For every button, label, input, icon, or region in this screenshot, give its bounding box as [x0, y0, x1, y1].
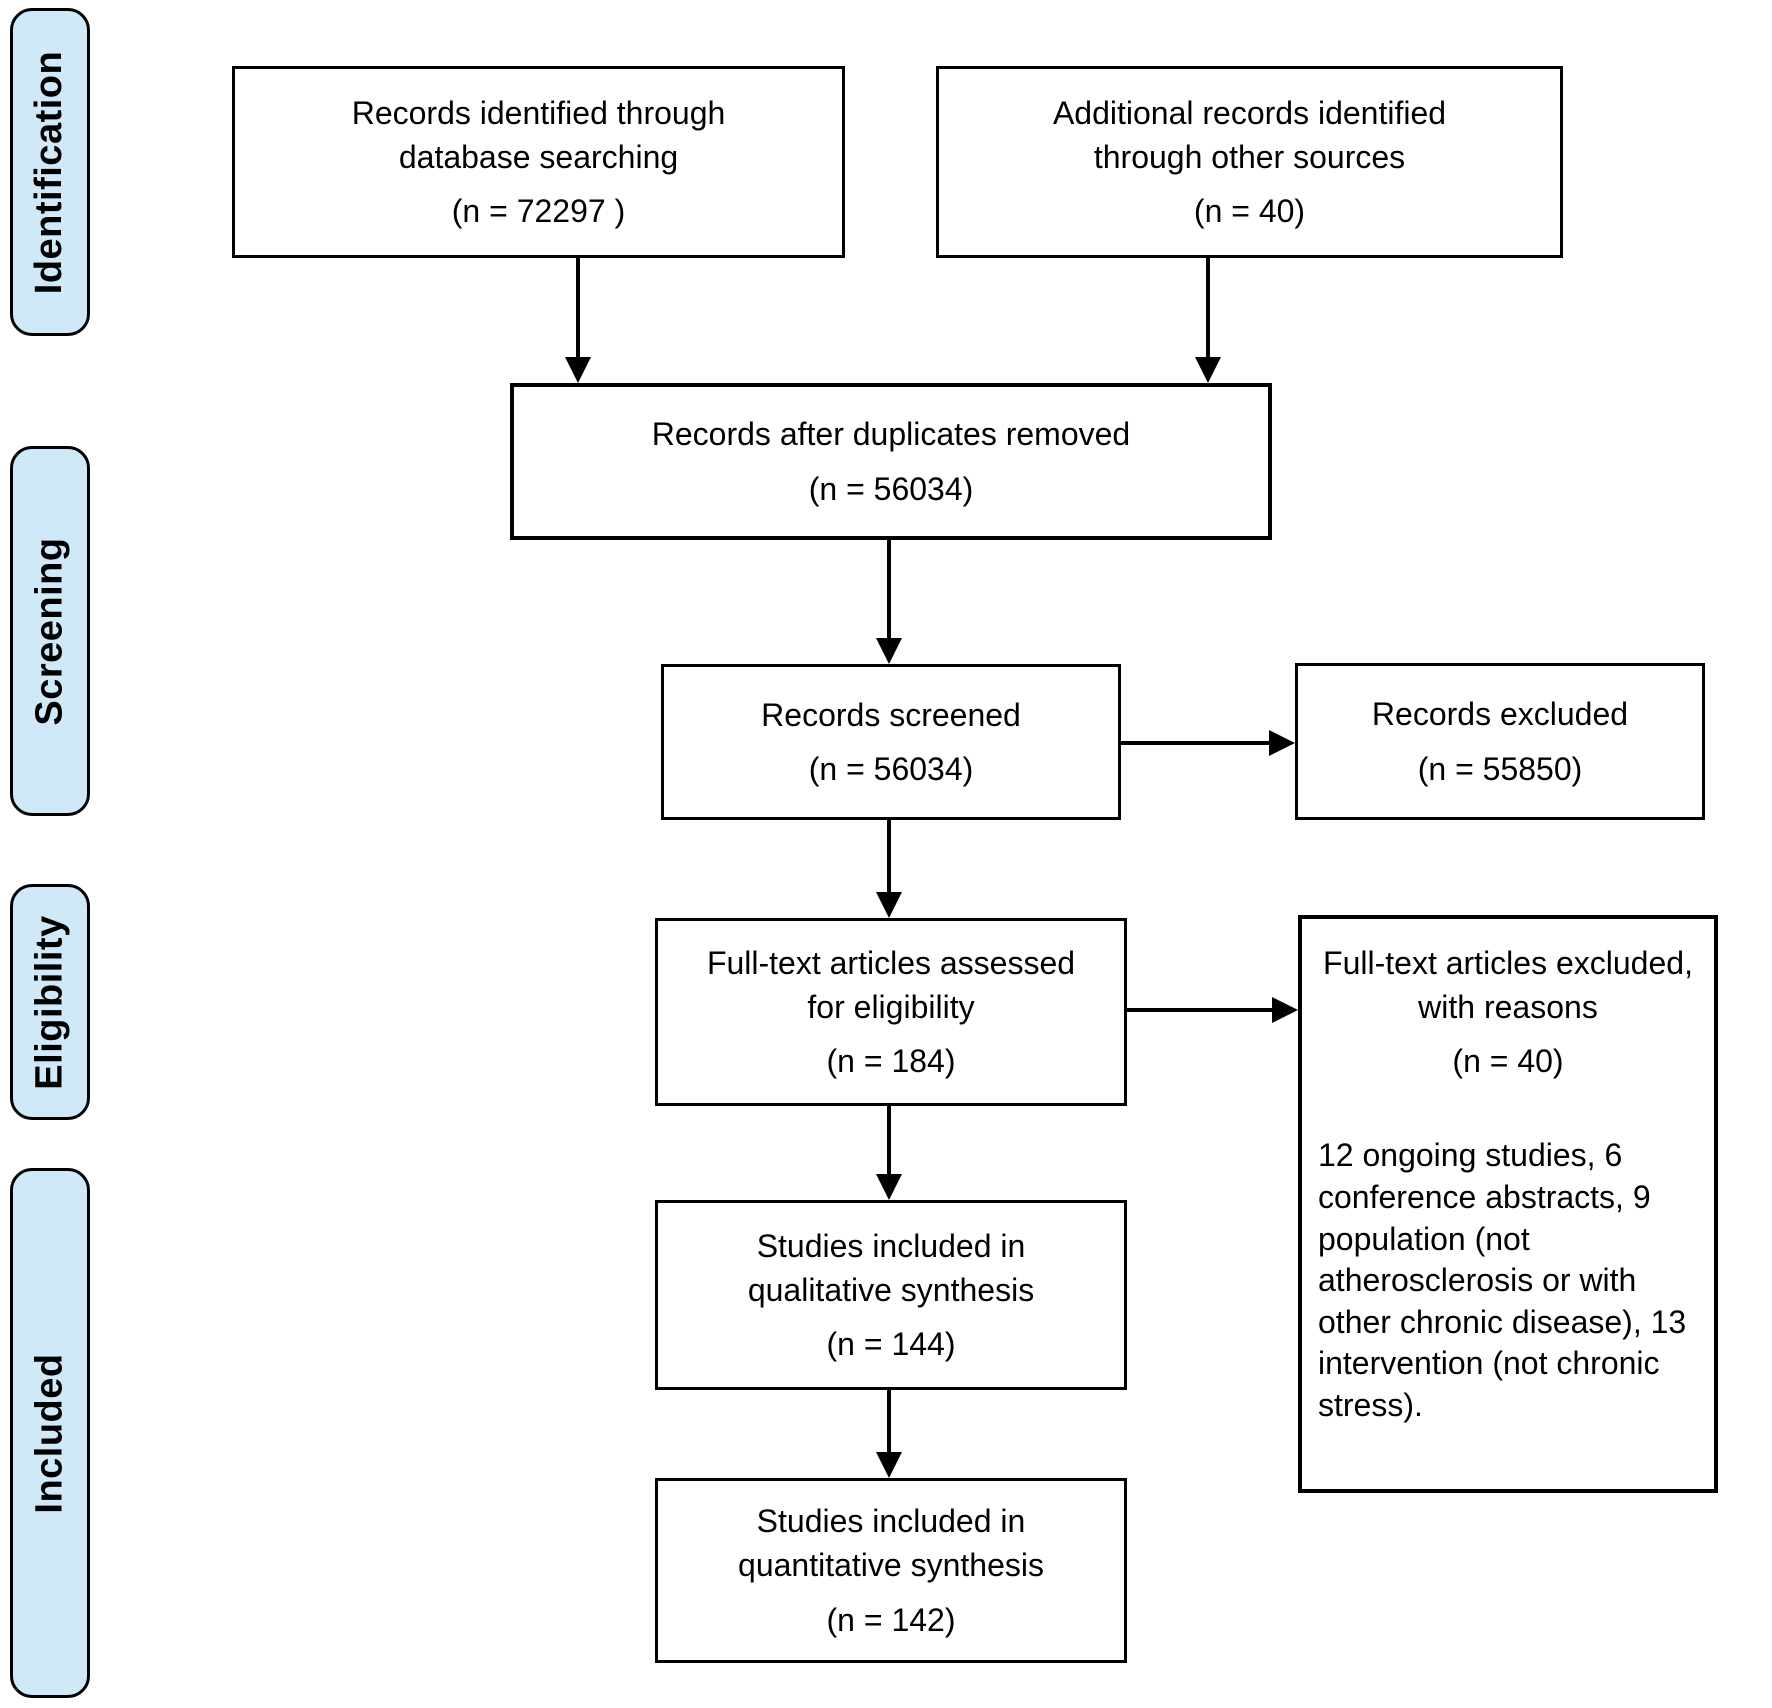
box-duplicates-removed-text: Records after duplicates removed — [651, 416, 1131, 453]
arrow-duplicates-to-screened-head — [876, 638, 902, 664]
box-additional-records-text: Additional records identified through ot… — [1052, 94, 1447, 175]
arrow-fulltext-to-excluded-head — [1272, 997, 1298, 1023]
stage-included-label: Included — [28, 1352, 71, 1514]
stage-eligibility-label: Eligibility — [28, 914, 71, 1090]
box-quantitative-synthesis-text: Studies included in quantitative synthes… — [738, 1503, 1044, 1584]
stage-included: Included — [10, 1168, 90, 1698]
box-fulltext-assessed-count: (n = 184) — [826, 1043, 956, 1080]
arrow-fulltext-to-excluded-line — [1127, 1008, 1272, 1012]
box-fulltext-assessed: Full-text articles assessed for eligibil… — [655, 918, 1127, 1106]
box-quantitative-synthesis: Studies included in quantitative synthes… — [655, 1478, 1127, 1663]
arrow-screened-to-fulltext-head — [876, 892, 902, 918]
box-records-identified-text: Records identified through database sear… — [351, 94, 726, 175]
box-duplicates-removed-count: (n = 56034) — [808, 470, 974, 507]
box-quantitative-synthesis-count: (n = 142) — [826, 1601, 956, 1638]
box-fulltext-excluded-text: Full-text articles excluded, with reason… — [1323, 945, 1693, 1026]
box-duplicates-removed: Records after duplicates removed (n = 56… — [510, 383, 1272, 540]
arrow-screened-to-fulltext-line — [887, 820, 891, 892]
box-records-excluded-text: Records excluded — [1371, 696, 1629, 733]
stage-screening: Screening — [10, 446, 90, 816]
box-additional-records: Additional records identified through ot… — [936, 66, 1563, 258]
stage-identification-label: Identification — [28, 50, 71, 294]
stage-identification: Identification — [10, 8, 90, 336]
box-records-screened-text: Records screened — [761, 696, 1021, 733]
box-records-excluded: Records excluded (n = 55850) — [1295, 663, 1705, 820]
arrow-identified-to-duplicates-line — [576, 258, 580, 357]
box-records-identified-count: (n = 72297 ) — [451, 193, 626, 230]
stage-screening-label: Screening — [28, 536, 71, 726]
box-records-screened-count: (n = 56034) — [808, 751, 974, 787]
arrow-screened-to-excluded-line — [1121, 741, 1269, 745]
box-fulltext-excluded-reasons: 12 ongoing studies, 6 conference abstrac… — [1318, 1137, 1687, 1424]
box-qualitative-synthesis-text: Studies included in qualitative synthesi… — [747, 1227, 1035, 1308]
box-records-identified: Records identified through database sear… — [232, 66, 845, 258]
arrow-additional-to-duplicates-line — [1206, 258, 1210, 357]
box-records-screened: Records screened (n = 56034) — [661, 664, 1121, 820]
box-fulltext-excluded: Full-text articles excluded, with reason… — [1298, 915, 1718, 1493]
arrow-identified-to-duplicates-head — [565, 357, 591, 383]
arrow-additional-to-duplicates-head — [1195, 357, 1221, 383]
box-records-excluded-count: (n = 55850) — [1417, 750, 1583, 787]
box-qualitative-synthesis: Studies included in qualitative synthesi… — [655, 1200, 1127, 1390]
arrow-fulltext-to-qualitative-line — [887, 1106, 891, 1174]
box-qualitative-synthesis-count: (n = 144) — [826, 1326, 956, 1363]
stage-eligibility: Eligibility — [10, 884, 90, 1120]
box-fulltext-excluded-count: (n = 40) — [1452, 1043, 1564, 1080]
arrow-fulltext-to-qualitative-head — [876, 1174, 902, 1200]
box-fulltext-assessed-text: Full-text articles assessed for eligibil… — [706, 944, 1076, 1025]
arrow-qualitative-to-quantitative-head — [876, 1452, 902, 1478]
arrow-qualitative-to-quantitative-line — [887, 1390, 891, 1452]
arrow-duplicates-to-screened-line — [887, 540, 891, 638]
box-additional-records-count: (n = 40) — [1193, 193, 1306, 230]
arrow-screened-to-excluded-head — [1269, 730, 1295, 756]
